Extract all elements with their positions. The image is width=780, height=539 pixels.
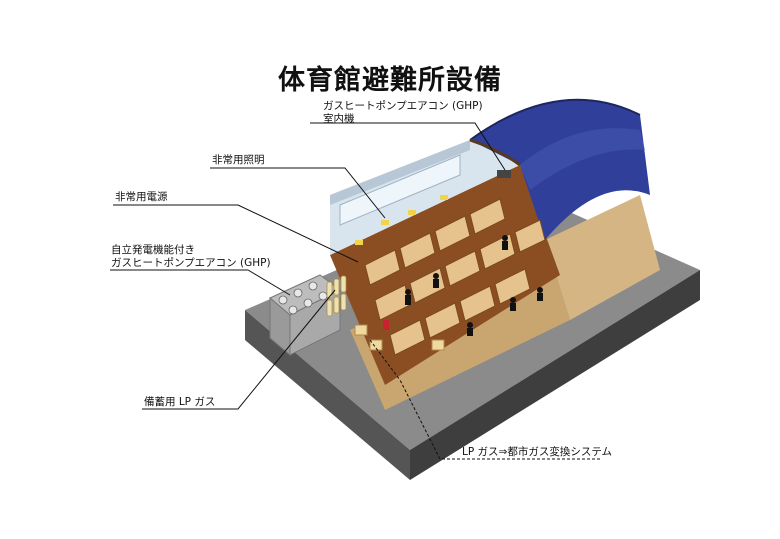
label-ghp-outdoor-line2: ガスヒートポンプエアコン (GHP): [111, 257, 271, 269]
label-emergency-power: 非常用電源: [115, 191, 168, 203]
ghp-indoor-unit: [497, 170, 511, 178]
label-emergency-lighting: 非常用照明: [212, 154, 265, 166]
label-ghp-indoor-line2: 室内機: [323, 113, 355, 125]
label-lp-gas-storage: 備蓄用 LP ガス: [144, 396, 216, 408]
lp-gas-cylinders: [326, 275, 347, 317]
label-ghp-indoor: ガスヒートポンプエアコン (GHP) 室内機: [323, 100, 483, 126]
label-gas-conversion: LP ガス⇒都市ガス変換システム: [462, 446, 613, 458]
label-ghp-indoor-line1: ガスヒートポンプエアコン (GHP): [323, 100, 483, 112]
label-ghp-outdoor-line1: 自立発電機能付き: [111, 244, 195, 256]
diagram-title: 体育館避難所設備: [278, 65, 502, 96]
label-ghp-outdoor: 自立発電機能付き ガスヒートポンプエアコン (GHP): [111, 244, 271, 270]
leader-lines: [110, 122, 600, 460]
gymnasium-building: [330, 98, 660, 410]
